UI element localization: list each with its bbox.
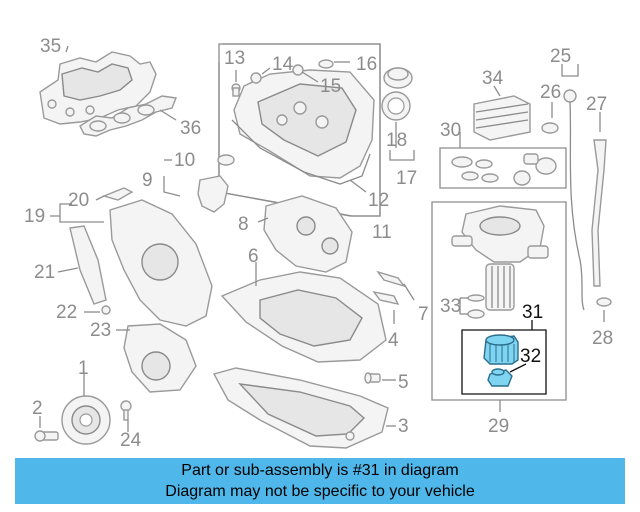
callout-31[interactable]: 31: [522, 302, 543, 323]
callout-16[interactable]: 16: [356, 54, 377, 75]
callout-24[interactable]: 24: [120, 430, 142, 451]
callout-23[interactable]: 23: [90, 320, 111, 341]
callout-25[interactable]: 25: [550, 46, 571, 67]
callout-17[interactable]: 17: [396, 168, 417, 189]
gasket-ring-part[interactable]: [217, 154, 235, 166]
pump-bracket-part[interactable]: [263, 195, 353, 273]
oil-filter-housing-part[interactable]: [451, 205, 549, 263]
callout-29[interactable]: 29: [488, 416, 509, 437]
callout-1[interactable]: 1: [78, 358, 89, 379]
callout-7[interactable]: 7: [418, 304, 429, 325]
callout-9[interactable]: 9: [142, 170, 153, 191]
pulley-bolt-part[interactable]: [34, 430, 59, 442]
oil-cap-seal-part[interactable]: [381, 91, 411, 121]
oil-pan-upper-part[interactable]: [220, 271, 387, 363]
callout-13[interactable]: 13: [224, 48, 245, 69]
banner-line-1: Part or sub-assembly is #31 in diagram: [181, 462, 459, 479]
callout-11[interactable]: 11: [372, 222, 392, 243]
callout-32[interactable]: 32: [520, 346, 541, 367]
drain-plug-5-part[interactable]: [364, 372, 381, 384]
callout-20[interactable]: 20: [68, 190, 89, 211]
callout-34[interactable]: 34: [482, 68, 504, 89]
oil-cooler-part[interactable]: [473, 95, 531, 141]
oil-filter-element-part[interactable]: [485, 263, 515, 311]
parts-diagram: 35 36 13 14 15 16 17 18 12 11 34: [24, 36, 613, 451]
callout-18[interactable]: 18: [386, 130, 407, 151]
bracket-20-part[interactable]: [101, 187, 134, 201]
callout-28[interactable]: 28: [592, 328, 613, 349]
filter-seals-part[interactable]: [467, 294, 485, 319]
oil-cooler-seals-part[interactable]: [451, 153, 557, 186]
callout-2[interactable]: 2: [32, 398, 43, 419]
oil-cap-part[interactable]: [383, 67, 413, 89]
bolt-22-part[interactable]: [101, 305, 111, 315]
timing-cover-lower-part[interactable]: [123, 323, 197, 393]
intake-gasket-part[interactable]: [79, 95, 177, 137]
callout-14[interactable]: 14: [272, 54, 294, 75]
callout-6[interactable]: 6: [248, 246, 259, 267]
callout-12[interactable]: 12: [368, 190, 389, 211]
tube-seal-part[interactable]: [596, 297, 612, 307]
callout-8[interactable]: 8: [238, 214, 249, 235]
oil-filter-cap-part[interactable]: [483, 334, 519, 365]
bolt-24-part[interactable]: [120, 400, 132, 421]
callout-26[interactable]: 26: [540, 82, 561, 103]
callout-33[interactable]: 33: [440, 296, 461, 317]
callout-3[interactable]: 3: [398, 416, 409, 437]
gasket-7-parts[interactable]: [372, 270, 406, 306]
oil-pan-lower-part[interactable]: [212, 367, 389, 449]
callout-21[interactable]: 21: [34, 262, 55, 283]
info-banner: Part or sub-assembly is #31 in diagram D…: [15, 458, 625, 504]
dipstick-tube-part[interactable]: [591, 139, 607, 287]
drain-plug-part[interactable]: [487, 368, 513, 387]
valve-cover-part[interactable]: [233, 69, 375, 179]
timing-cover-side-part[interactable]: [69, 225, 107, 305]
oil-separator-part[interactable]: [197, 175, 229, 213]
callout-4[interactable]: 4: [388, 330, 399, 351]
crank-pulley-part[interactable]: [61, 395, 111, 445]
callout-36[interactable]: 36: [180, 118, 201, 139]
callout-10[interactable]: 10: [174, 150, 195, 171]
dipstick-part[interactable]: [563, 89, 585, 311]
small-bolt-parts[interactable]: [231, 59, 334, 97]
valve-cover-gasket-part[interactable]: [231, 119, 371, 185]
callout-27[interactable]: 27: [586, 94, 607, 115]
callout-35[interactable]: 35: [40, 36, 61, 57]
callout-30[interactable]: 30: [440, 120, 461, 141]
callout-19[interactable]: 19: [24, 206, 45, 227]
banner-line-2: Diagram may not be specific to your vehi…: [165, 483, 475, 500]
dipstick-seal-part[interactable]: [541, 122, 559, 134]
callout-5[interactable]: 5: [398, 372, 409, 393]
timing-cover-upper-part[interactable]: [109, 199, 213, 327]
intake-manifold-part[interactable]: [39, 51, 157, 125]
callout-15[interactable]: 15: [320, 76, 341, 97]
callout-22[interactable]: 22: [56, 302, 77, 323]
